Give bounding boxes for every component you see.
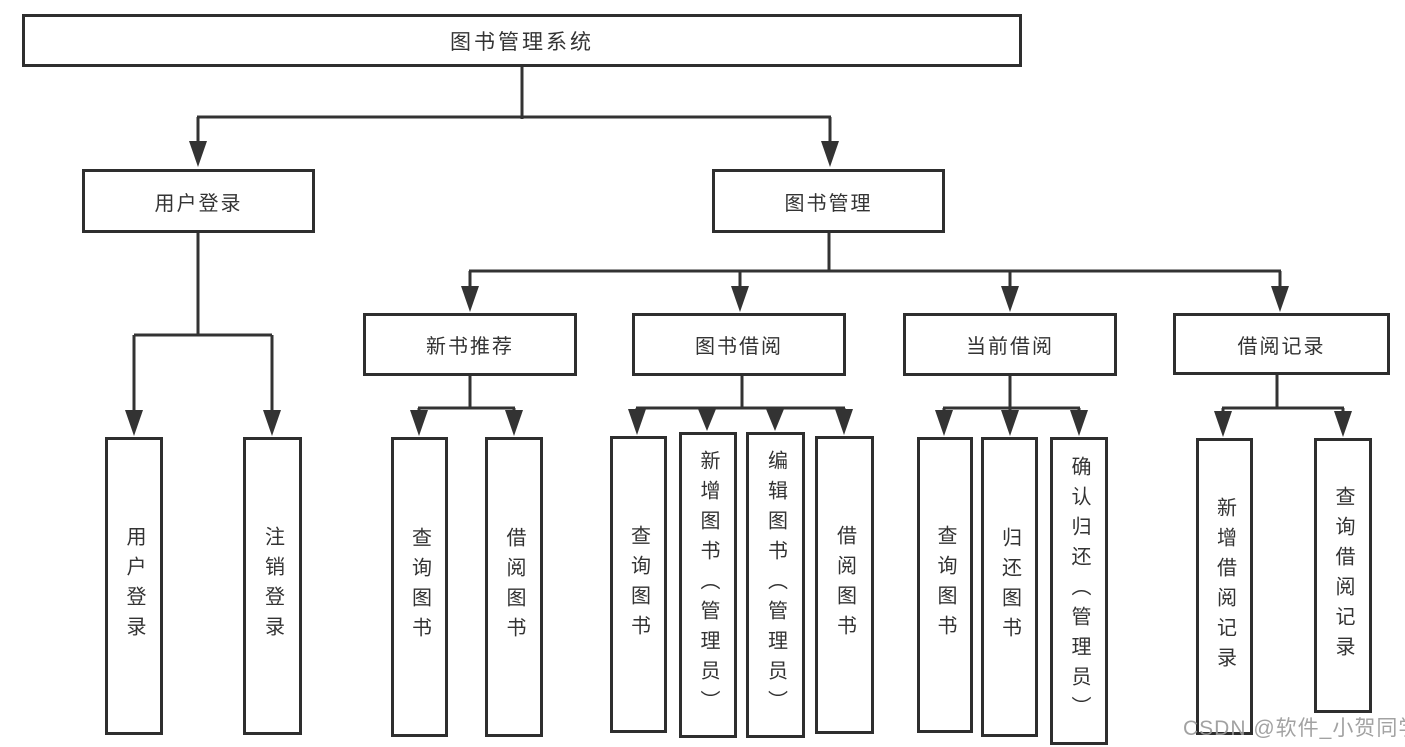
arrowheads xyxy=(125,141,1352,437)
node-logout: 注销登录 xyxy=(243,437,302,735)
node-label: 当前借阅 xyxy=(966,336,1054,358)
node-label: 查询图书 xyxy=(627,524,650,645)
csdn-watermark: CSDN @软件_小贺同学 xyxy=(1183,717,1405,740)
node-label: 图书管理 xyxy=(784,192,873,215)
node-label: 用户登录 xyxy=(123,526,145,646)
node-br-query-record: 查询借阅记录 xyxy=(1314,438,1372,713)
node-label: 新增图书（管理员） xyxy=(697,450,719,720)
node-cb-return-books: 归还图书 xyxy=(981,437,1038,737)
node-br-add-record: 新增借阅记录 xyxy=(1196,438,1253,735)
node-label: 查询借阅记录 xyxy=(1332,485,1354,666)
node-bb-query-books: 查询图书 xyxy=(610,436,667,733)
node-user-login: 用户登录 xyxy=(82,169,315,233)
node-label: 查询图书 xyxy=(408,527,431,647)
node-label: 借阅图书 xyxy=(503,527,525,647)
node-label: 借阅图书 xyxy=(833,525,856,645)
node-bb-add-books-admin: 新增图书（管理员） xyxy=(679,432,737,738)
node-current-borrowing: 当前借阅 xyxy=(903,313,1117,376)
node-label: 新书推荐 xyxy=(426,336,514,358)
node-nbr-query-books: 查询图书 xyxy=(391,437,448,737)
node-label: 用户登录 xyxy=(154,192,243,215)
node-bb-edit-books-admin: 编辑图书（管理员） xyxy=(746,432,805,738)
node-label: 借阅记录 xyxy=(1237,335,1326,358)
node-library-management-system: 图书管理系统 xyxy=(22,14,1022,67)
node-label: 图书管理系统 xyxy=(450,30,594,54)
node-cb-confirm-return-admin: 确认归还（管理员） xyxy=(1050,437,1108,745)
node-login: 用户登录 xyxy=(105,437,163,735)
node-borrowing-records: 借阅记录 xyxy=(1173,313,1390,375)
node-bb-borrow-books: 借阅图书 xyxy=(815,436,874,734)
node-label: 确认归还（管理员） xyxy=(1068,456,1090,726)
node-nbr-borrow-books: 借阅图书 xyxy=(485,437,543,737)
node-book-borrowing: 图书借阅 xyxy=(632,313,846,376)
node-label: 归还图书 xyxy=(998,527,1021,647)
node-label: 图书借阅 xyxy=(695,336,783,358)
node-label: 新增借阅记录 xyxy=(1213,496,1236,677)
node-cb-query-books: 查询图书 xyxy=(917,437,973,733)
node-label: 查询图书 xyxy=(934,525,956,645)
node-label: 注销登录 xyxy=(261,526,284,646)
node-book-management: 图书管理 xyxy=(712,169,945,233)
node-new-book-recommend: 新书推荐 xyxy=(363,313,577,376)
node-label: 编辑图书（管理员） xyxy=(764,450,787,720)
